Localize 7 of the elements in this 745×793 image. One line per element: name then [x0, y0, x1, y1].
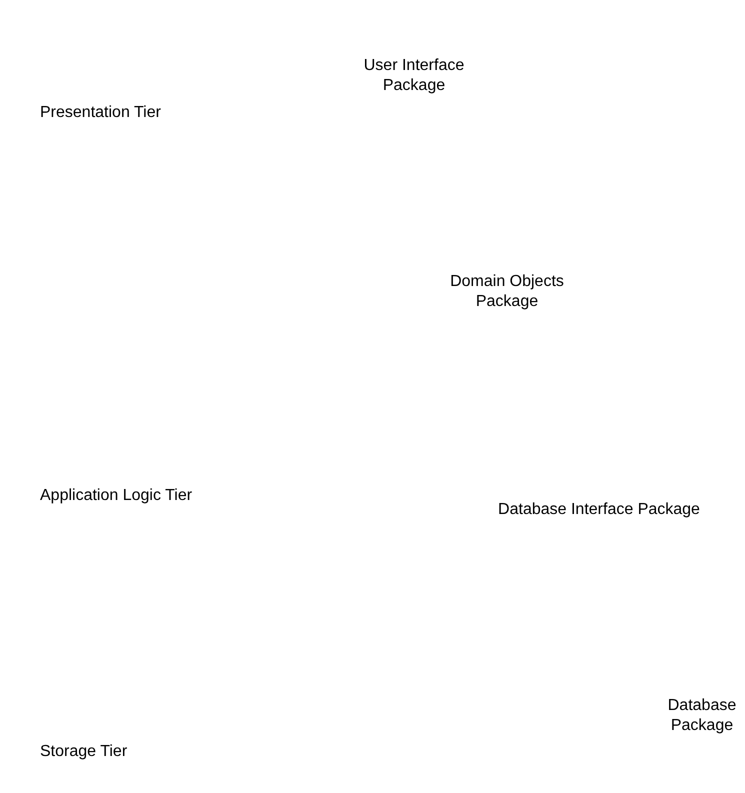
package-label: User Interface Package: [362, 56, 466, 96]
package-label: Database Interface Package: [497, 500, 701, 520]
tier-label: Presentation Tier: [40, 103, 162, 123]
tier-label: Application Logic Tier: [40, 486, 194, 506]
tier-label: Storage Tier: [40, 742, 128, 762]
package-label: Domain Objects Package: [449, 272, 565, 312]
package-label: Database Package: [666, 696, 738, 736]
